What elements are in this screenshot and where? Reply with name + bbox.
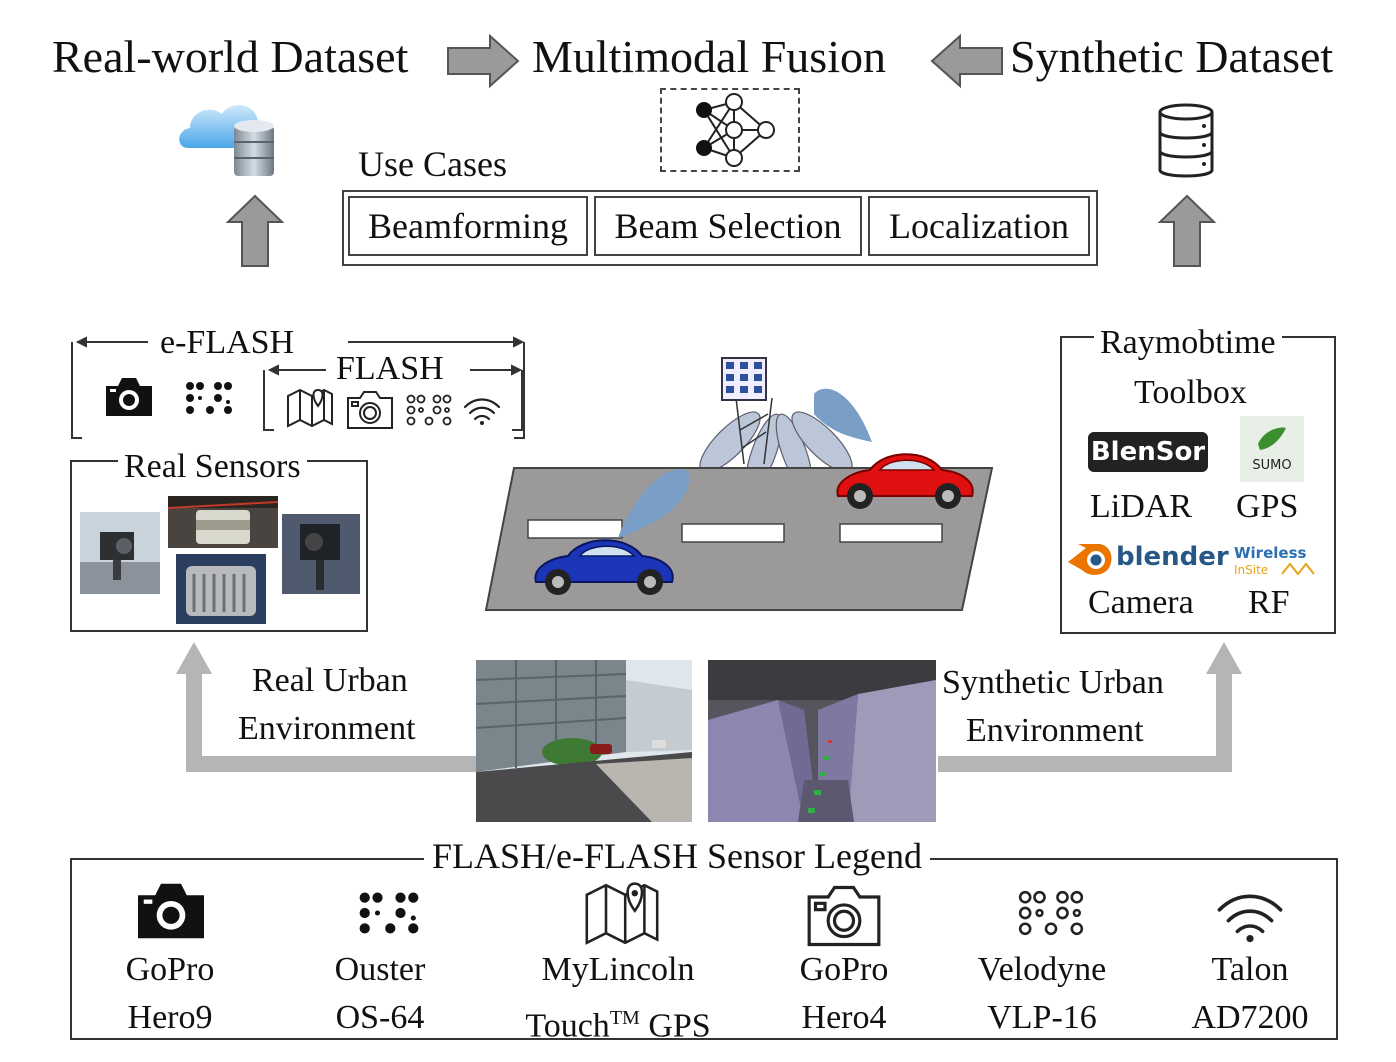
lidar-dots-filled-icon <box>359 892 419 934</box>
use-case-beam-selection: Beam Selection <box>594 196 862 256</box>
red-car-icon <box>836 453 974 509</box>
neural-network-icon <box>696 93 775 167</box>
wifi-icon <box>1217 894 1283 943</box>
synthetic-urban-label: Synthetic Urban <box>942 664 1164 701</box>
legend-line1: GoPro <box>799 951 889 988</box>
wireless-insite-logo: Wireless <box>1234 544 1307 562</box>
sumo-logo-text: SUMO <box>1252 458 1292 473</box>
legend-touch-text: Touch <box>525 1007 610 1045</box>
legend-line2: VLP-16 <box>987 999 1097 1036</box>
sumo-logo: SUMO <box>1240 416 1304 482</box>
real-env-arrow <box>176 642 476 772</box>
legend-line2: OS-64 <box>335 999 425 1036</box>
beam-icon <box>618 469 690 538</box>
legend-item-velodyne-vlp16: Velodyne VLP-16 <box>942 946 1142 1042</box>
synthetic-env-arrow <box>938 642 1242 772</box>
lidar-dots-filled-icon <box>186 382 232 414</box>
use-case-localization: Localization <box>868 196 1090 256</box>
real-urban-label: Real Urban <box>252 662 408 699</box>
legend-gps-text: GPS <box>639 1007 711 1045</box>
real-world-dataset-label: Real-world Dataset <box>52 31 409 82</box>
multimodal-fusion-label: Multimodal Fusion <box>532 31 886 82</box>
real-urban-photo <box>475 660 692 822</box>
sensor-photo-ouster <box>167 496 279 548</box>
synthetic-urban-label-2: Environment <box>966 712 1144 749</box>
camera-filled-icon <box>106 378 152 416</box>
real-sensors-label: Real Sensors <box>118 450 307 484</box>
map-pin-icon <box>585 882 659 945</box>
sumo-leaf-icon <box>1258 427 1286 450</box>
real-urban-label-2: Environment <box>238 710 416 747</box>
raymobtime-subtitle: Toolbox <box>1134 374 1247 411</box>
blender-logo-text: blender <box>1116 542 1229 572</box>
sensor-photo-gopro <box>80 512 160 594</box>
arrow-up-icon <box>225 194 285 267</box>
legend-line1: Velodyne <box>977 951 1107 988</box>
wireless-waves-icon <box>1281 562 1315 576</box>
eflash-label: e-FLASH <box>156 326 299 360</box>
camera-outline-icon <box>807 885 881 947</box>
eflash-bracket <box>71 336 525 439</box>
flash-label: FLASH <box>334 350 446 387</box>
flash-bracket <box>263 364 523 431</box>
legend-line2: TouchTM GPS <box>498 994 738 1050</box>
synthetic-urban-render <box>708 660 936 822</box>
legend-item-mylincoln-gps: MyLincoln TouchTM GPS <box>498 946 738 1050</box>
lidar-dots-outline-icon <box>406 394 452 426</box>
camera-filled-icon <box>138 883 204 939</box>
camera-outline-icon <box>347 391 393 429</box>
trademark-sup: TM <box>609 1007 640 1029</box>
wireless-insite-logo-sub: InSite <box>1234 563 1269 577</box>
blender-logo-icon <box>1068 544 1112 575</box>
legend-line1: GoPro <box>125 951 215 988</box>
sensor-legend-title: FLASH/e-FLASH Sensor Legend <box>424 838 930 874</box>
legend-line1: Talon <box>1211 951 1289 988</box>
lidar-label: LiDAR <box>1090 488 1192 525</box>
arrow-up-icon <box>1157 194 1217 267</box>
lidar-dots-outline-icon <box>1018 890 1084 936</box>
use-cases-box <box>342 190 1098 266</box>
map-pin-icon <box>287 388 333 428</box>
cloud-database-icon <box>179 104 274 176</box>
synthetic-dataset-label: Synthetic Dataset <box>1010 31 1334 82</box>
database-icon <box>1158 103 1214 178</box>
legend-line2: Hero9 <box>127 999 213 1036</box>
legend-line1: Ouster <box>334 951 426 988</box>
legend-line1: MyLincoln <box>541 951 695 988</box>
wifi-icon <box>463 398 501 425</box>
legend-line2: Hero4 <box>801 999 887 1036</box>
arrow-right-icon <box>447 33 520 89</box>
arrow-left-icon <box>930 33 1003 89</box>
legend-item-gopro-hero9: GoPro Hero9 <box>70 946 270 1042</box>
sensor-photo-gopro-side <box>282 514 360 594</box>
blue-car-icon <box>534 539 674 595</box>
gps-label: GPS <box>1236 488 1299 525</box>
use-cases-title: Use Cases <box>358 144 507 184</box>
blensor-logo: BlenSor <box>1088 432 1208 472</box>
legend-item-talon-ad7200: Talon AD7200 <box>1150 946 1350 1042</box>
legend-line2: AD7200 <box>1191 999 1309 1036</box>
rf-label: RF <box>1248 584 1290 621</box>
camera-label: Camera <box>1088 584 1194 621</box>
raymobtime-title: Raymobtime <box>1094 326 1282 360</box>
legend-item-gopro-hero4: GoPro Hero4 <box>744 946 944 1042</box>
use-case-beamforming: Beamforming <box>348 196 588 256</box>
legend-item-ouster-os64: Ouster OS-64 <box>280 946 480 1042</box>
fusion-network-box <box>660 88 800 172</box>
sensor-photo-velodyne <box>176 554 266 624</box>
